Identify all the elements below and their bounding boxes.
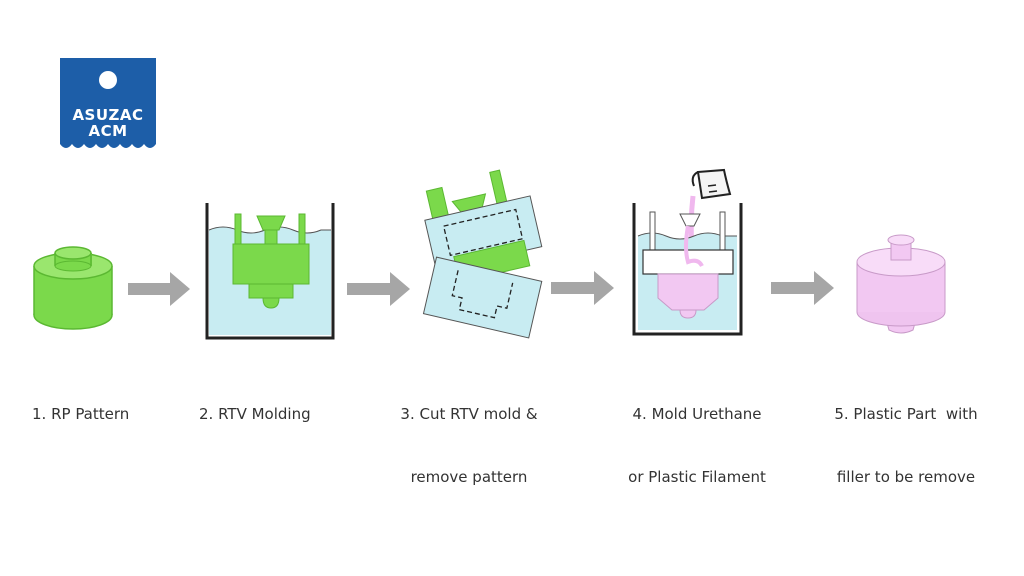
rtv-molding-box [205,203,335,340]
arrow-2-icon [347,272,410,306]
caption-step-2-line1: 2. RTV Molding [199,405,311,423]
caption-step-4: 4. Mold Urethane or Plastic Filament [612,362,782,530]
logo-text-line1: ASUZAC [72,106,144,124]
caption-step-5-line1: 5. Plastic Part with [834,405,978,423]
caption-step-1: 1. RP Pattern [32,362,129,467]
rp-pattern-part [33,246,113,330]
caption-step-4-line2: or Plastic Filament [628,468,766,486]
urethane-mold-box [632,168,743,336]
logo-badge-icon [60,58,156,148]
caption-step-4-line1: 4. Mold Urethane [632,405,762,423]
caption-step-5-line2: filler to be remove [836,468,976,486]
arrow-1-icon [128,272,190,306]
cut-rtv-mold [422,169,543,339]
logo-text-line2: ACM [88,122,128,140]
caption-step-5: 5. Plastic Part with filler to be remove [826,362,986,530]
caption-step-2: 2. RTV Molding [199,362,311,467]
arrow-4-icon [771,271,834,305]
caption-step-1-line1: 1. RP Pattern [32,405,130,423]
pouring-cup-icon [691,168,732,200]
plastic-part [856,234,946,334]
caption-step-3: 3. Cut RTV mold & remove pattern [394,362,544,530]
caption-step-3-line2: remove pattern [410,468,528,486]
caption-step-3-line1: 3. Cut RTV mold & [400,405,538,423]
arrow-3-icon [551,271,614,305]
asuzac-acm-logo: ASUZAC ACM [60,58,156,152]
